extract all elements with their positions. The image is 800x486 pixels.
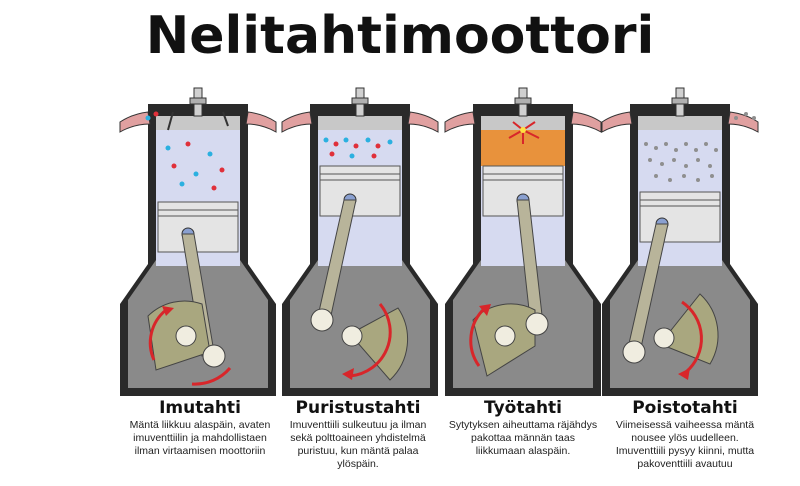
- stroke-title-compression: Puristustahti: [273, 398, 443, 418]
- stroke-desc-compression: Imuventtiili sulkeutuu ja ilman sekä pol…: [283, 419, 433, 471]
- intake-port: [120, 112, 150, 132]
- crankcase: [290, 260, 430, 388]
- engine-exhaust-diagram: [600, 84, 760, 404]
- engine-intake: [118, 84, 278, 404]
- intake-port: [602, 112, 632, 132]
- engine-compression: [280, 84, 440, 404]
- stroke-desc-exhaust: Viimeisessä vaiheessa mäntä nousee ylös …: [610, 419, 760, 471]
- exhaust-port: [246, 112, 276, 132]
- stroke-desc-power: Sytytyksen aiheuttama räjähdys pakottaa …: [448, 419, 598, 458]
- engine-power: [443, 84, 603, 404]
- page-title: Nelitahtimoottori: [0, 6, 800, 66]
- cylinder-head: [318, 116, 402, 130]
- cylinder-head: [638, 116, 722, 130]
- exhaust-port: [571, 112, 601, 132]
- stroke-title-power: Työtahti: [438, 398, 608, 418]
- engine-exhaust: [600, 84, 760, 404]
- engine-power-diagram: [443, 84, 603, 404]
- stroke-title-exhaust: Poistotahti: [600, 398, 770, 418]
- engine-compression-diagram: [280, 84, 440, 404]
- intake-port: [445, 112, 475, 132]
- piston: [158, 202, 238, 252]
- stroke-title-intake: Imutahti: [115, 398, 285, 418]
- piston: [320, 166, 400, 216]
- exhaust-port: [408, 112, 438, 132]
- intake-port: [282, 112, 312, 132]
- engine-intake-diagram: [118, 84, 278, 404]
- stroke-desc-intake: Mäntä liikkuu alaspäin, avaten imuventti…: [125, 419, 275, 458]
- exhaust-port: [728, 112, 758, 132]
- piston: [640, 192, 720, 242]
